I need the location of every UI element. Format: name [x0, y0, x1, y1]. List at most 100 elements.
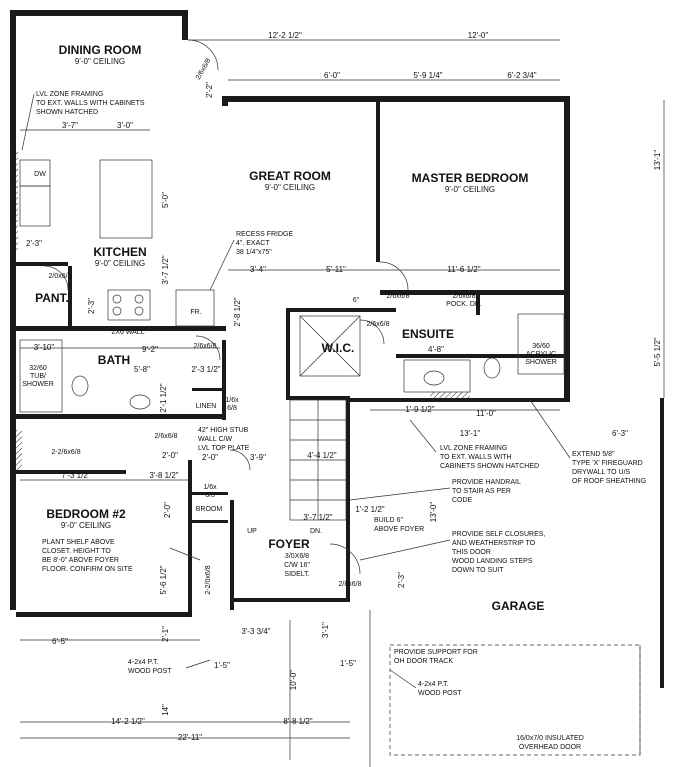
note-build6-1: BUILD 6"	[374, 517, 403, 524]
door-labels: 2/6x6/8 2/0x6/8 2/6x6/8 2/6x6/8 2/6x6/8 …	[49, 57, 482, 594]
dim-label: 2'-0"	[163, 502, 172, 518]
note-fridge-1: RECESS FRIDGE	[236, 231, 294, 238]
dim-label: 6'-3"	[612, 429, 628, 438]
broom-label: BROOM	[196, 506, 223, 513]
note-ohdoor-1: 16/0x7/0 INSULATED	[516, 735, 584, 742]
dim-label: 9'-2"	[142, 345, 158, 354]
tub-label-2: TUB/	[30, 373, 46, 380]
door-label: 2/6x6/8	[195, 57, 213, 80]
note-handrail-1: PROVIDE HANDRAIL	[452, 479, 521, 486]
door-label: 2/0x6/8	[49, 273, 72, 280]
dim-label: 3'-9"	[250, 453, 266, 462]
fixture-labels: DW FR. 2X6 WALL UP DN. 32/60 TUB/ SHOWER…	[22, 171, 557, 535]
dim-label: 14"	[161, 704, 170, 716]
note-fireguard-4: OF ROOF SHEATHING	[572, 478, 646, 485]
door-label: 1/6x	[203, 484, 217, 491]
dimension-labels: 12'-2 1/2" 12'-0" 6'-0" 5'-9 1/4" 6'-2 3…	[26, 31, 662, 742]
dim-label: 2'-3 1/2"	[191, 365, 220, 374]
dim-label: 3'-7 1/2"	[303, 513, 332, 522]
stairs-down-label: DN.	[310, 528, 322, 535]
door-label: 1/6x	[225, 397, 239, 404]
dim-label: 2'-2"	[205, 82, 214, 98]
note-stub-1: 42" HIGH STUB	[198, 427, 249, 434]
door-label: 2/6x6/8	[194, 343, 217, 350]
dim-label: 12'-0"	[468, 31, 489, 40]
dim-label: 3'-7"	[62, 121, 78, 130]
door-label: 6/8	[227, 405, 237, 412]
note-lvl1-2: TO EXT. WALLS WITH CABINETS	[36, 100, 145, 107]
door-label: 2/6x6/8	[367, 321, 390, 328]
leader-lines	[21, 93, 571, 689]
note-stub-2: WALL C/W	[198, 436, 232, 443]
linen-label: LINEN	[196, 403, 217, 410]
foyer-label: FOYER	[268, 537, 310, 551]
dim-label: 5'-0"	[161, 192, 170, 208]
note-lvl1-1: LVL ZONE FRAMING	[36, 91, 103, 98]
dim-label: 1'-9 1/2"	[405, 405, 434, 414]
annotations: LVL ZONE FRAMING TO EXT. WALLS WITH CABI…	[36, 91, 646, 751]
dim-label: 2'-0"	[162, 451, 178, 460]
note-lvl2-2: TO EXT. WALLS WITH	[440, 454, 512, 461]
note-closures-5: DOWN TO SUIT	[452, 567, 504, 574]
dim-label: 11'-6 1/2"	[447, 265, 480, 274]
foyer-door-3: SIDELT.	[284, 571, 309, 578]
door-swings	[43, 39, 409, 575]
dim-label: 13'-0"	[429, 502, 438, 523]
dim-label: 13'-1"	[653, 150, 662, 171]
dim-label: 2'-8 1/2"	[233, 297, 242, 326]
dim-label: 3'-1"	[321, 622, 330, 638]
dim-label: 2'-3"	[26, 239, 42, 248]
note-fridge-3: 38 1/4"x75"	[236, 249, 272, 256]
dim-label: 12'-2 1/2"	[268, 31, 302, 40]
dim-label: 2'-3"	[87, 298, 96, 314]
note-post2-1: 4-2x4 P.T.	[418, 681, 449, 688]
great-room-ceiling: 9'-0" CEILING	[265, 183, 315, 192]
note-closures-1: PROVIDE SELF CLOSURES,	[452, 531, 545, 538]
note-handrail-3: CODE	[452, 497, 473, 504]
master-bedroom-ceiling: 9'-0" CEILING	[445, 185, 495, 194]
foyer-door-2: C/W 16"	[284, 562, 310, 569]
door-label: 6/8	[205, 492, 215, 499]
dim-label: 2'-1"	[161, 626, 170, 642]
dining-room-ceiling: 9'-0" CEILING	[75, 57, 125, 66]
note-support-1: PROVIDE SUPPORT FOR	[394, 649, 478, 656]
dim-label: 1'-2 1/2"	[355, 505, 384, 514]
note-post2-2: WOOD POST	[418, 690, 462, 697]
pantry-label: PANT.	[35, 291, 69, 305]
note-stub-3: LVL TOP PLATE	[198, 445, 250, 452]
dim-label: 6'-2 3/4"	[507, 71, 536, 80]
dim-label: 1'-5"	[214, 661, 230, 670]
note-fireguard-1: EXTEND 5/8"	[572, 451, 615, 458]
dim-label: 2'-0"	[202, 453, 218, 462]
dim-label: 6"	[353, 297, 360, 304]
note-support-2: OH DOOR TRACK	[394, 658, 453, 665]
tub-label-3: SHOWER	[22, 381, 54, 388]
note-closures-3: THIS DOOR	[452, 549, 491, 556]
note-closures-4: WOOD LANDING STEPS	[452, 558, 533, 565]
kitchen-label: KITCHEN	[93, 245, 146, 259]
dim-label: 13'-1"	[460, 429, 481, 438]
dim-label: 22'-11"	[178, 733, 202, 742]
note-plant-4: FLOOR. CONFIRM ON SITE	[42, 566, 133, 573]
room-labels: DINING ROOM 9'-0" CEILING GREAT ROOM 9'-…	[35, 43, 544, 613]
dim-label: 3'-10"	[34, 343, 55, 352]
dim-label: 2'-3"	[397, 572, 406, 588]
acrylic-label-1: 36/60	[532, 343, 550, 350]
dim-label: 3'-0"	[117, 121, 133, 130]
door-label: 2/6x6/8	[155, 433, 178, 440]
master-bedroom-label: MASTER BEDROOM	[412, 171, 529, 185]
interior-lines	[19, 159, 641, 767]
dim-label: 8'-8 1/2"	[283, 717, 312, 726]
note-plant-2: CLOSET. HEIGHT TO	[42, 548, 111, 555]
great-room-label: GREAT ROOM	[249, 169, 331, 183]
garage-label: GARAGE	[492, 599, 545, 613]
bedroom2-label: BEDROOM #2	[46, 507, 126, 521]
door-label: 2-2/6x6/8	[51, 449, 80, 456]
dim-label: 1'-5"	[340, 659, 356, 668]
dim-label: 5'-9 1/4"	[413, 71, 442, 80]
note-post1-1: 4-2x4 P.T.	[128, 659, 159, 666]
fridge-label: FR.	[190, 309, 201, 316]
note-lvl2-1: LVL ZONE FRAMING	[440, 445, 507, 452]
dim-label: 5'-11"	[326, 265, 346, 274]
